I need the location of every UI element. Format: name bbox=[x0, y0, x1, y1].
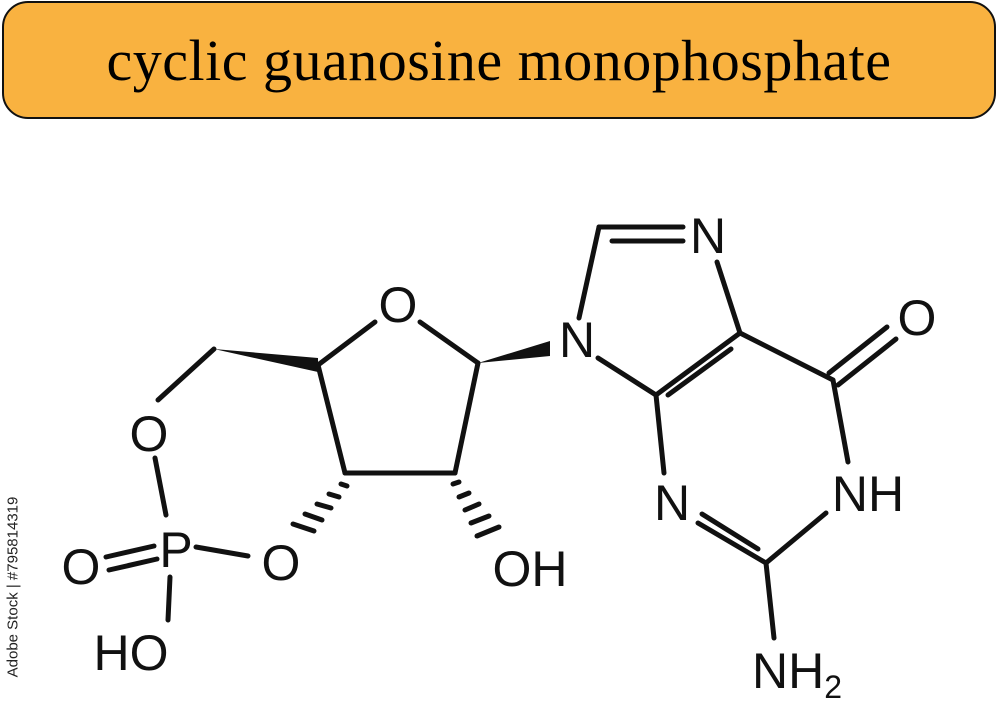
bond-c4-n9 bbox=[595, 355, 659, 398]
bond-c5-c4 bbox=[653, 330, 743, 398]
bond-c5-c6 bbox=[737, 330, 836, 383]
atom-phosphoryl-oxygen: O bbox=[62, 539, 101, 595]
bond-c4-o4 bbox=[315, 319, 378, 368]
bond-c2-n3 bbox=[695, 520, 769, 566]
atom-phosphate-hydroxyl: HO bbox=[94, 625, 169, 681]
title-banner: cyclic guanosine monophosphate bbox=[2, 1, 996, 119]
atom-n7: N bbox=[690, 208, 726, 264]
atom-n3: N bbox=[654, 475, 690, 531]
bond-o4-c1 bbox=[417, 319, 481, 366]
wedge-c1-n9 bbox=[478, 341, 550, 363]
bond-c3-c4 bbox=[315, 362, 348, 476]
atom-amine: NH2 bbox=[752, 643, 842, 705]
bond-o-p bbox=[152, 455, 169, 518]
bond-n1-c2 bbox=[763, 510, 829, 566]
atom-phosphate-oxygen-lower: O bbox=[262, 535, 301, 591]
title: cyclic guanosine monophosphate bbox=[106, 27, 892, 93]
bond-n3-c4 bbox=[653, 392, 667, 476]
stock-watermark: Adobe Stock | #795814319 bbox=[4, 496, 22, 678]
atom-phosphorus: P bbox=[159, 522, 192, 578]
bond-p-o bbox=[193, 544, 251, 559]
atom-hydroxyl: OH bbox=[493, 541, 568, 597]
bond-p-o-double-a bbox=[103, 543, 157, 560]
wedge-c4-c5 bbox=[214, 349, 318, 372]
bond-p-o-double-b bbox=[106, 556, 160, 573]
bond-c5-c4-inner bbox=[665, 346, 734, 398]
bond-n7-c5 bbox=[714, 259, 743, 336]
bond-c6-o-a bbox=[826, 324, 890, 376]
bond-c2-nh2 bbox=[763, 560, 777, 641]
atom-carbonyl-oxygen: O bbox=[898, 290, 937, 346]
atom-n1h: NH bbox=[832, 466, 904, 522]
bond-c2-n3-inner bbox=[699, 511, 761, 552]
bond-c6-o-b bbox=[835, 336, 899, 388]
hash-c2-oh bbox=[450, 479, 502, 539]
bond-c6-n1 bbox=[830, 377, 851, 465]
atom-n9: N bbox=[559, 312, 595, 368]
atom-ring-oxygen: O bbox=[379, 277, 418, 333]
atom-phosphate-oxygen-upper: O bbox=[130, 406, 169, 462]
bond-p-oh bbox=[165, 574, 173, 623]
bond-c1-c2 bbox=[452, 360, 481, 476]
hash-c3-o bbox=[290, 481, 350, 534]
bond-n9-c8 bbox=[576, 224, 602, 321]
bond-c5-o bbox=[155, 346, 217, 403]
